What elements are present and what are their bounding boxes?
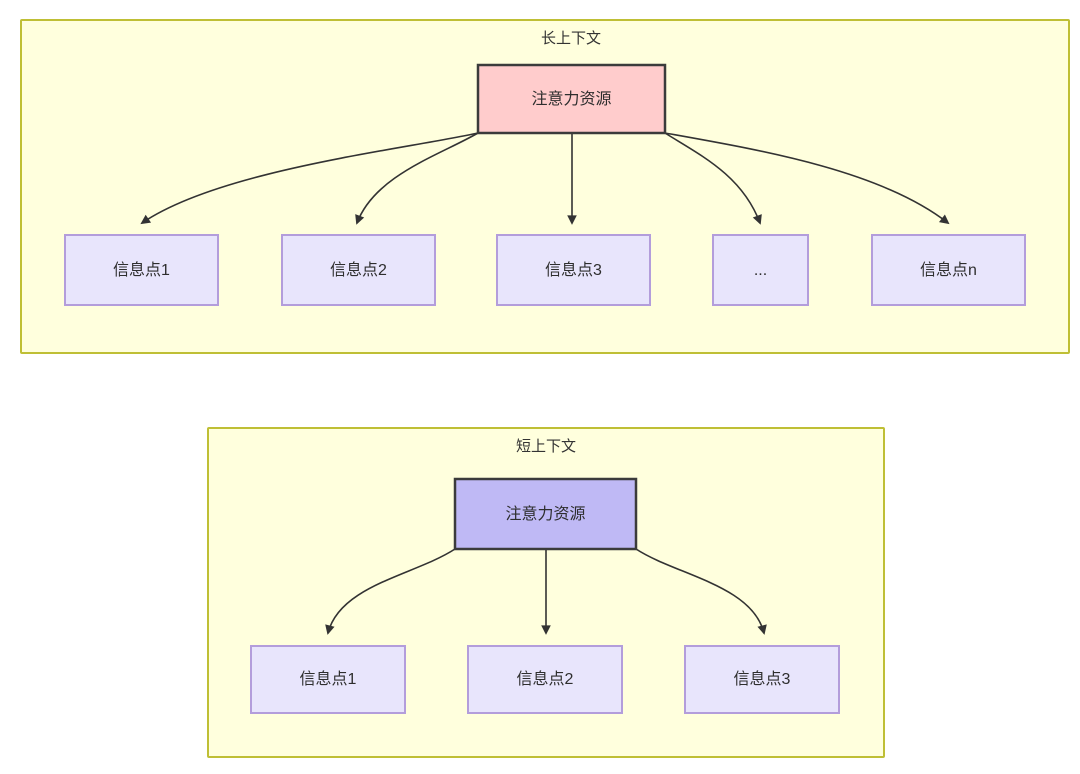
edge-short-root-to-info-1	[325, 548, 456, 635]
node-info-point-n[interactable]: 信息点n	[871, 234, 1026, 306]
node-info-point-2-label: 信息点2	[330, 261, 387, 279]
node-info-point-n-box[interactable]	[871, 234, 1026, 306]
node-attention-resource-short-box[interactable]	[453, 477, 638, 551]
edge-root-to-info-1	[140, 132, 479, 225]
node-info-point-ellipsis[interactable]: ...	[712, 234, 809, 306]
node-info-point-3-label: 信息点3	[545, 261, 602, 279]
edge-short-root-to-info-3	[635, 548, 767, 635]
node-info-point-n-label: 信息点n	[920, 261, 977, 279]
panel-short-context-edges	[325, 548, 767, 635]
node-info-point-1-label: 信息点1	[113, 261, 170, 279]
edge-root-to-info-2	[355, 132, 479, 225]
panel-short-context-title: 短上下文	[516, 438, 576, 455]
node-info-point-3-box[interactable]	[496, 234, 651, 306]
node-short-info-point-1-box[interactable]	[250, 645, 406, 714]
node-short-info-point-3[interactable]: 信息点3	[684, 645, 840, 714]
node-attention-resource-long-box[interactable]	[476, 63, 667, 135]
edge-root-to-info-5	[664, 132, 950, 225]
node-short-info-point-3-box[interactable]	[684, 645, 840, 714]
node-attention-resource-short-label: 注意力资源	[505, 504, 585, 523]
node-short-info-point-2[interactable]: 信息点2	[467, 645, 623, 714]
node-info-point-2[interactable]: 信息点2	[281, 234, 436, 306]
node-info-point-1[interactable]: 信息点1	[64, 234, 219, 306]
node-attention-resource-long-label: 注意力资源	[531, 89, 611, 108]
node-attention-resource-long[interactable]: 注意力资源	[476, 63, 667, 135]
node-short-info-point-2-box[interactable]	[467, 645, 623, 714]
panel-long-context-edges	[140, 132, 950, 225]
node-info-point-ellipsis-label: ...	[754, 262, 767, 279]
node-short-info-point-1[interactable]: 信息点1	[250, 645, 406, 714]
panel-short-context: 短上下文 注意力资源 信息点1 信息点2 信息点3	[207, 427, 885, 758]
edge-root-to-info-4	[664, 132, 762, 225]
node-info-point-3[interactable]: 信息点3	[496, 234, 651, 306]
node-info-point-ellipsis-box[interactable]	[712, 234, 809, 306]
node-info-point-2-box[interactable]	[281, 234, 436, 306]
node-short-info-point-1-label: 信息点1	[300, 670, 357, 688]
panel-long-context-title: 长上下文	[541, 30, 601, 47]
node-short-info-point-3-label: 信息点3	[734, 670, 791, 688]
node-info-point-1-box[interactable]	[64, 234, 219, 306]
panel-long-context: 长上下文 注意力资源 信息点1 信息点2	[20, 19, 1070, 354]
node-short-info-point-2-label: 信息点2	[517, 670, 574, 688]
node-attention-resource-short[interactable]: 注意力资源	[453, 477, 638, 551]
